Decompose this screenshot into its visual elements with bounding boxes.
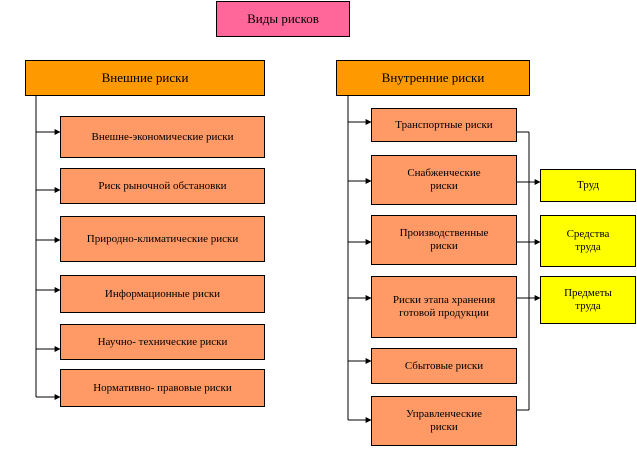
resource-labor: Труд <box>540 169 636 202</box>
diagram-title: Виды рисков <box>216 1 350 37</box>
internal-risk-item: Риски этапа хранения готовой продукции <box>371 276 517 338</box>
internal-risks-heading: Внутренние риски <box>336 60 530 96</box>
external-risk-item: Информационные риски <box>60 275 265 313</box>
resource-objects-of-labor: Предметы труда <box>540 276 636 324</box>
internal-risk-item: Транспортные риски <box>371 108 517 142</box>
external-risk-item: Риск рыночной обстановки <box>60 168 265 204</box>
internal-risk-item: Сбытовые риски <box>371 348 517 384</box>
external-risk-item: Научно- технические риски <box>60 324 265 360</box>
external-risk-item: Нормативно- правовые риски <box>60 369 265 407</box>
internal-risk-item: Снабженческие риски <box>371 155 517 205</box>
resource-means-of-labor: Средства труда <box>540 215 636 267</box>
internal-risk-item: Производственные риски <box>371 215 517 265</box>
external-risk-item: Природно-климатические риски <box>60 216 265 262</box>
external-risk-item: Внешне-экономические риски <box>60 116 265 158</box>
internal-risk-item: Управленческие риски <box>371 396 517 446</box>
external-risks-heading: Внешние риски <box>25 60 265 96</box>
